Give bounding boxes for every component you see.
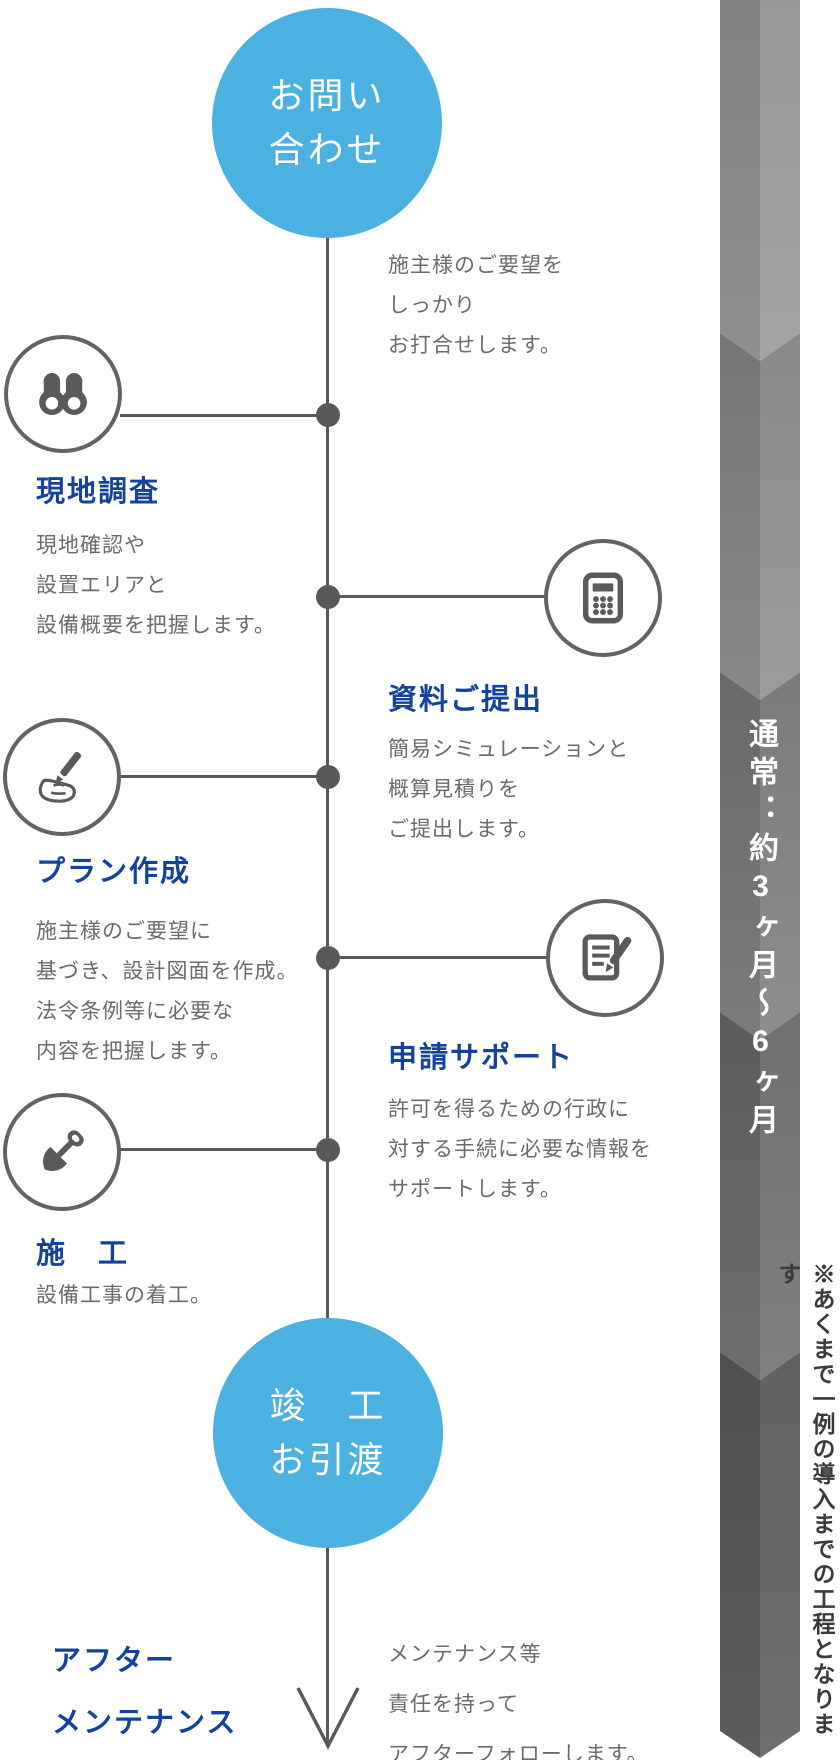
application-title: 申請サポート xyxy=(388,1042,575,1074)
inquiry-note: 施主様のご要望を しっかり お打合せします。 xyxy=(388,254,564,357)
survey-desc: 現地確認や 設置エリアと 設備概要を把握します。 xyxy=(36,534,276,637)
construction-title: 施 工 xyxy=(36,1238,130,1270)
connector-application xyxy=(328,956,548,959)
application-desc: 許可を得るための行政に 対する手続に必要な情報を サポートします。 xyxy=(388,1098,652,1201)
duration-bar xyxy=(720,0,800,1758)
completion-label: 竣 工 お引渡 xyxy=(269,1385,387,1480)
construction-desc: 設備工事の着工。 xyxy=(36,1284,212,1307)
connector-construction xyxy=(120,1148,328,1151)
timeline-node-dot-survey xyxy=(316,403,340,427)
timeline-node-dot-application xyxy=(316,946,340,970)
documents-icon-circle xyxy=(544,539,662,657)
documents-desc: 簡易シミュレーションと 概算見積りを ご提出します。 xyxy=(388,738,630,841)
inquiry-circle: お問い 合わせ xyxy=(212,8,442,238)
disclaimer-note: ※あくまで一例の導入までの工程となります xyxy=(775,1262,835,1737)
connector-documents xyxy=(328,595,546,598)
survey-icon-circle xyxy=(4,335,122,453)
timeline-line-lower xyxy=(326,1546,329,1744)
down-arrow-icon xyxy=(296,1687,360,1750)
calculator-icon xyxy=(582,572,624,624)
plan-desc: 施主様のご要望に 基づき、設計図面を作成。 法令条例等に必要な 内容を把握します… xyxy=(36,920,299,1063)
pen-hand-icon xyxy=(38,751,82,803)
after-maintenance-title: アフター メンテナンス xyxy=(52,1645,238,1739)
completion-circle: 竣 工 お引渡 xyxy=(213,1318,443,1548)
plan-icon-circle xyxy=(3,718,121,836)
timeline-node-dot-documents xyxy=(316,585,340,609)
plan-title: プラン作成 xyxy=(36,856,192,888)
after-maintenance-desc: メンテナンス等 責任を持って アフターフォローします。 xyxy=(388,1643,649,1760)
documents-title: 資料ご提出 xyxy=(388,684,544,716)
duration-label: 通常：約3ヶ月〜6ヶ月 xyxy=(744,718,777,1142)
shovel-icon xyxy=(43,1130,84,1171)
inquiry-label: お問い 合わせ xyxy=(268,75,386,170)
construction-icon-circle xyxy=(3,1093,121,1211)
connector-survey xyxy=(120,414,328,417)
application-icon-circle xyxy=(546,899,664,1017)
timeline-node-dot-construction xyxy=(316,1138,340,1162)
connector-plan xyxy=(120,775,328,778)
binoculars-icon xyxy=(39,373,87,415)
survey-title: 現地調査 xyxy=(36,476,161,508)
timeline-node-dot-plan xyxy=(316,765,340,789)
document-pen-icon xyxy=(582,934,632,981)
